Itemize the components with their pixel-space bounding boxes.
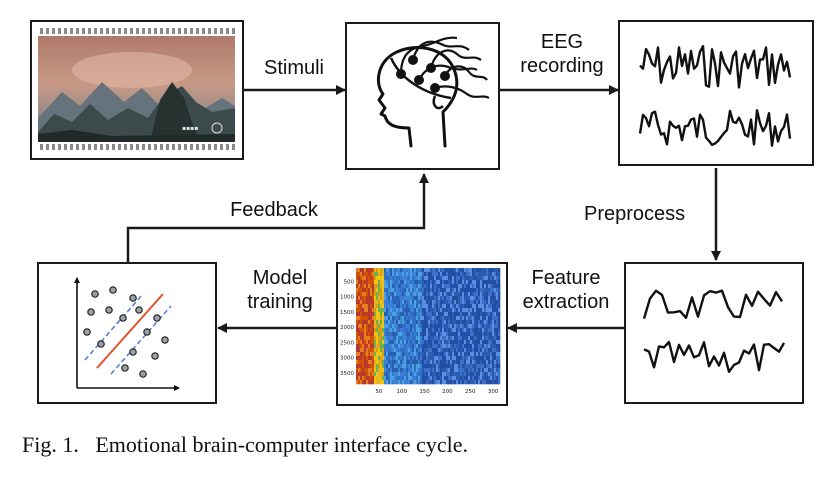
- raw-eeg-box: [618, 20, 814, 166]
- raw-signal-icon: [638, 45, 792, 147]
- label-eeg-line1: EEG: [540, 31, 584, 53]
- label-stimuli: Stimuli: [263, 57, 324, 79]
- caption-text: Emotional brain-computer interface cycle…: [95, 432, 468, 457]
- arrow-feedback: [126, 173, 429, 262]
- eeg-cap-box: [345, 22, 500, 170]
- heatmap-x-tick: 150: [419, 389, 430, 395]
- heatmap-x-tick: 100: [396, 389, 407, 395]
- heatmap-y-tick: 2500: [340, 340, 354, 346]
- heatmap-y-tick: 1000: [340, 295, 354, 301]
- heatmap-y-tick: 2000: [340, 325, 354, 331]
- heatmap-x-tick: 200: [442, 389, 453, 395]
- label-feature-line1: Feature: [531, 267, 601, 289]
- label-eeg-recording: EEG recording: [510, 30, 614, 78]
- feature-heatmap-icon: 500 1000 1500 2000 2500 3000 3500 50 100 150 200 25…: [340, 268, 501, 395]
- figure-caption: Fig. 1. Emotional brain-computer interfa…: [22, 432, 468, 458]
- heatmap-x-tick: 50: [375, 389, 382, 395]
- heatmap-y-tick: 3000: [340, 356, 354, 362]
- caption-fig-number: Fig. 1.: [22, 432, 79, 457]
- label-preprocess: Preprocess: [584, 203, 686, 225]
- label-feature-extraction: Feature extraction: [512, 266, 620, 314]
- label-feature-line2: extraction: [522, 291, 610, 313]
- label-model-line2: training: [247, 291, 313, 313]
- landscape-photo-icon: ▪▪▪▪: [38, 28, 235, 150]
- label-eeg-line2: recording: [520, 55, 604, 77]
- label-model-training: Model training: [228, 266, 332, 314]
- heatmap-x-tick: 300: [488, 389, 499, 395]
- heatmap-y-tick: 3500: [340, 371, 354, 377]
- svg-text:▪▪▪▪: ▪▪▪▪: [182, 125, 198, 132]
- heatmap-x-tick: 250: [465, 389, 476, 395]
- classifier-box: [37, 262, 217, 404]
- svm-classifier-icon: [74, 277, 180, 391]
- label-model-line1: Model: [252, 267, 308, 289]
- heatmap-y-tick: 500: [344, 279, 355, 285]
- feature-heatmap-box: 500 1000 1500 2000 2500 3000 3500 50 100 150 200 25…: [336, 262, 508, 406]
- label-feedback: Feedback: [230, 199, 318, 221]
- heatmap-y-tick: 1500: [340, 310, 354, 316]
- stimulus-box: ▪▪▪▪: [30, 20, 244, 160]
- clean-eeg-box: [624, 262, 804, 404]
- eeg-cap-head-icon: [376, 36, 490, 148]
- clean-signal-icon: [642, 289, 786, 374]
